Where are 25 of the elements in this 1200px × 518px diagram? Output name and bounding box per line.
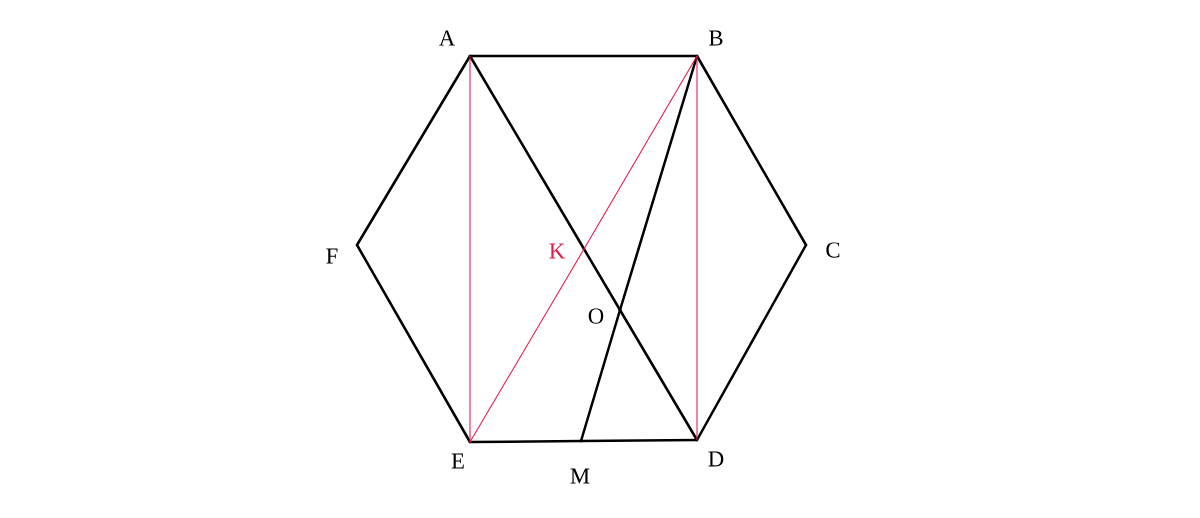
point-label: D — [708, 451, 724, 467]
line-segment — [468, 54, 586, 251]
line-segment — [579, 308, 622, 443]
line-segment — [695, 243, 808, 442]
line-segment — [468, 54, 699, 58]
line-segment — [618, 54, 699, 312]
point-label: C — [826, 242, 840, 258]
point-label: A — [439, 30, 456, 46]
point-label: F — [326, 248, 338, 264]
line-segment — [468, 439, 583, 444]
line-segment — [355, 54, 472, 247]
point-label: K — [549, 243, 565, 259]
line-segment — [469, 55, 471, 443]
line-segment — [469, 248, 585, 443]
line-segment — [582, 247, 622, 312]
line-segment — [695, 54, 808, 247]
line-segment — [355, 243, 472, 444]
point-label: B — [709, 30, 723, 46]
line-segment — [579, 438, 699, 443]
point-label: O — [588, 308, 604, 324]
point-label: M — [570, 468, 590, 484]
point-label: E — [451, 453, 464, 469]
line-segment — [696, 55, 698, 441]
line-segment — [583, 55, 698, 250]
line-segment — [618, 308, 699, 442]
